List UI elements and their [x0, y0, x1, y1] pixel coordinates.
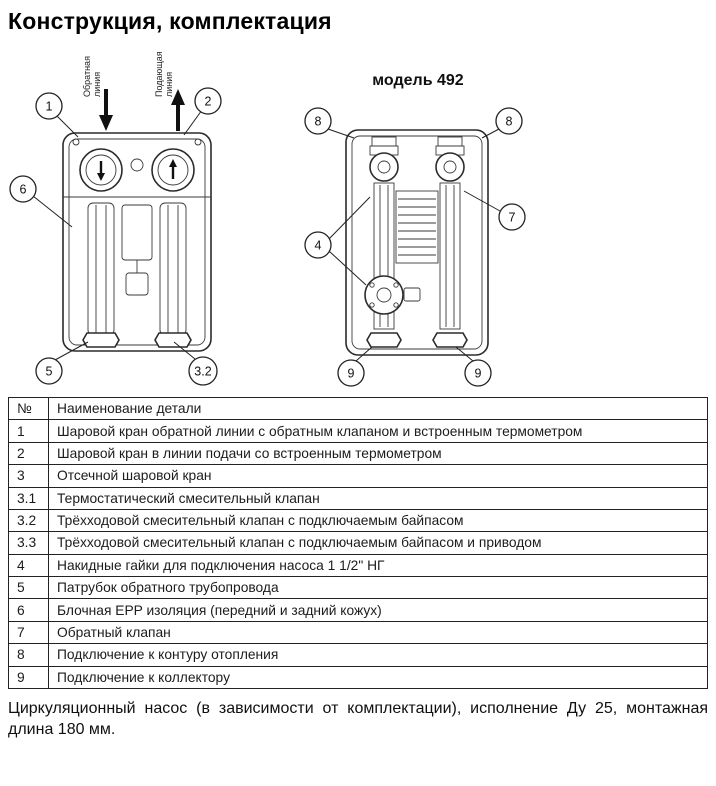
- svg-text:линия: линия: [92, 72, 102, 97]
- part-name: Накидные гайки для подключения насоса 1 …: [48, 553, 708, 578]
- part-name: Трёхходовой смесительный клапан с подклю…: [48, 531, 708, 555]
- part-number: 8: [8, 643, 49, 667]
- callout-4: 4: [304, 196, 371, 286]
- col-header-name: Наименование детали: [48, 396, 708, 421]
- footer-line-1: Циркуляционный насос (в зависимости от к…: [8, 699, 708, 717]
- part-name: Патрубок обратного трубопровода: [48, 575, 708, 600]
- thermometer-dial-supply: [151, 148, 195, 192]
- thermometer-dial-return: [79, 148, 123, 192]
- table-header-row: № Наименование детали: [8, 396, 708, 421]
- callout-8-right: 8: [481, 107, 523, 139]
- supply-line-label: Подающая линия: [154, 51, 174, 97]
- svg-text:9: 9: [348, 367, 355, 381]
- part-number: 6: [8, 598, 49, 622]
- bottom-connections: [366, 332, 468, 348]
- footer-note: Циркуляционный насос (в зависимости от к…: [8, 698, 708, 741]
- part-name: Подключение к коллектору: [48, 665, 708, 689]
- part-name: Трёхходовой смесительный клапан с подклю…: [48, 508, 708, 533]
- part-number: 3.1: [8, 486, 49, 510]
- svg-text:6: 6: [20, 183, 27, 197]
- return-line-label: Обратная линия: [82, 56, 102, 97]
- callout-5: 5: [35, 341, 89, 385]
- part-number: 3: [8, 464, 49, 488]
- col-header-num: №: [8, 396, 49, 421]
- page-title: Конструкция, комплектация: [8, 8, 332, 34]
- part-number: 2: [8, 441, 49, 466]
- callout-6: 6: [9, 175, 73, 228]
- bottom-connections: [82, 332, 192, 348]
- part-name: Шаровой кран в линии подачи со встроенны…: [48, 441, 708, 466]
- svg-text:1: 1: [46, 100, 53, 114]
- back-shell-ribs: [395, 190, 439, 264]
- callout-8-left: 8: [304, 107, 355, 139]
- part-number: 5: [8, 575, 49, 600]
- part-name: Шаровой кран обратной линии с обратным к…: [48, 419, 708, 443]
- document-page: Конструкция, комплектация Обратная линия…: [0, 8, 716, 741]
- svg-text:7: 7: [509, 211, 516, 225]
- return-flow-arrow-down-icon: [99, 89, 113, 131]
- callout-9-left: 9: [337, 346, 373, 387]
- callout-3-2: 3.2: [173, 341, 218, 386]
- pipe-right: [439, 182, 461, 330]
- part-number: 1: [8, 419, 49, 443]
- top-valve-left: [369, 136, 399, 182]
- part-number: 9: [8, 665, 49, 689]
- svg-text:линия: линия: [164, 72, 174, 97]
- svg-text:5: 5: [46, 365, 53, 379]
- part-name: Отсечной шаровой кран: [48, 464, 708, 488]
- model-title: модель 492: [372, 72, 463, 89]
- callout-9-right: 9: [455, 346, 492, 387]
- diagram-insulated-unit: Обратная линия Подающая линия: [9, 51, 222, 386]
- part-name: Обратный клапан: [48, 620, 708, 645]
- part-number: 3.3: [8, 531, 49, 555]
- part-name: Блочная EPP изоляция (передний и задний …: [48, 598, 708, 622]
- footer-line-2: длина 180 мм.: [8, 721, 116, 739]
- svg-text:8: 8: [506, 115, 513, 129]
- unit-body-open: [345, 129, 489, 356]
- diagram-open-unit: модель 492: [304, 72, 526, 387]
- svg-text:Обратная: Обратная: [82, 56, 92, 97]
- callout-2: 2: [183, 87, 222, 136]
- part-name: Подключение к контуру отопления: [48, 643, 708, 667]
- center-column-details: [121, 204, 153, 296]
- supply-flow-arrow-up-icon: [171, 89, 185, 131]
- svg-text:2: 2: [205, 95, 212, 109]
- part-number: 4: [8, 553, 49, 578]
- svg-text:4: 4: [315, 239, 322, 253]
- center-plug: [130, 158, 144, 172]
- callout-7: 7: [463, 190, 526, 231]
- svg-text:3.2: 3.2: [194, 365, 211, 379]
- pump-flange: [364, 275, 421, 315]
- part-name: Термостатический смесительный клапан: [48, 486, 708, 510]
- callout-1: 1: [35, 92, 79, 138]
- top-valve-right: [435, 136, 465, 182]
- figure-area: Обратная линия Подающая линия: [0, 35, 716, 391]
- svg-text:8: 8: [315, 115, 322, 129]
- part-number: 7: [8, 620, 49, 645]
- svg-text:9: 9: [475, 367, 482, 381]
- part-number: 3.2: [8, 508, 49, 533]
- svg-text:Подающая: Подающая: [154, 51, 164, 97]
